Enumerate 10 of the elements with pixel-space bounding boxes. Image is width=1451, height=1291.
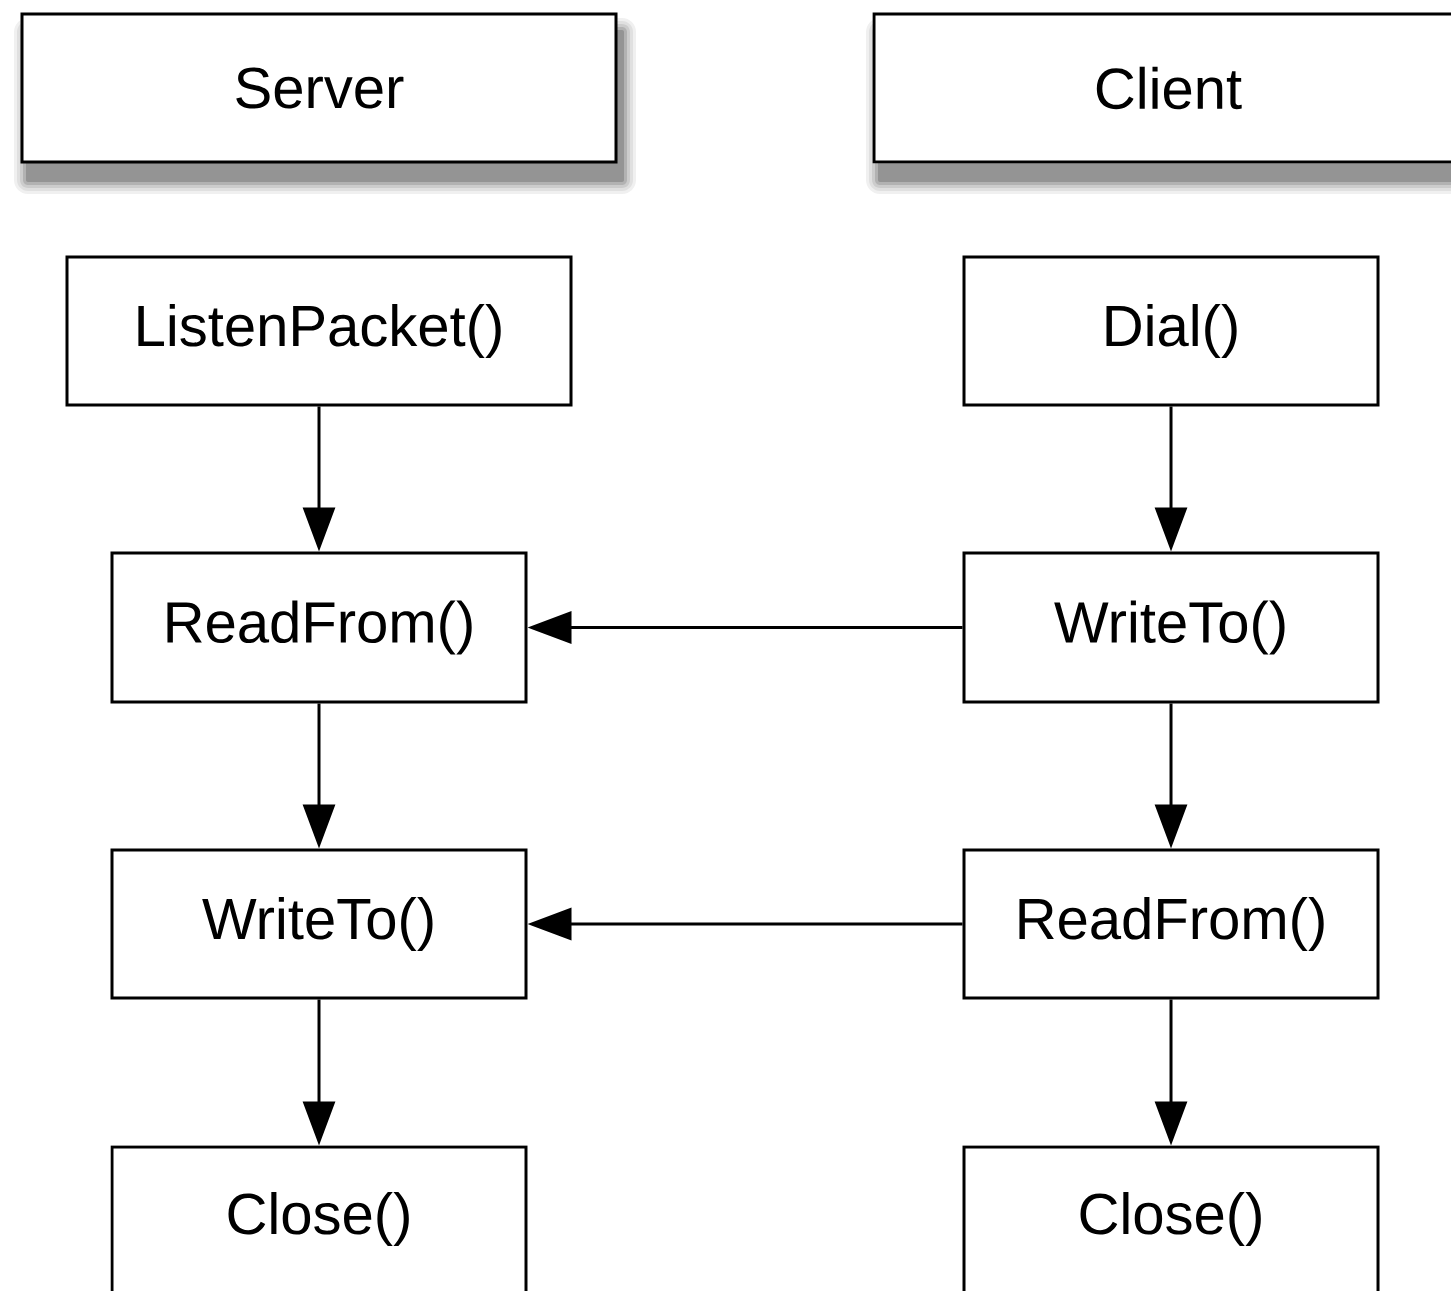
function-box: Close() — [110, 1145, 528, 1291]
function-box: WriteTo() — [110, 848, 528, 1000]
header-box: Server — [14, 12, 636, 194]
function-box: WriteTo() — [962, 551, 1380, 704]
function-box: Dial() — [962, 255, 1380, 407]
function-box: ReadFrom() — [110, 551, 528, 704]
function-box: ReadFrom() — [962, 848, 1380, 1000]
function-box: ListenPacket() — [65, 255, 573, 407]
header-box: Client — [866, 12, 1451, 194]
function-box: Close() — [962, 1145, 1380, 1291]
